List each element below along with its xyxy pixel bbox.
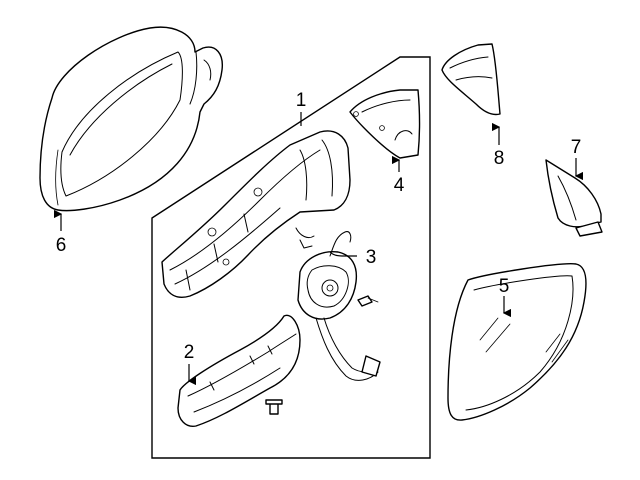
assembly-frame [151, 56, 431, 459]
lower-cover [177, 314, 301, 427]
callout-5: 5 [499, 276, 510, 297]
cover-plate [349, 89, 421, 159]
callout-1: 1 [296, 90, 307, 111]
mirror-glass [447, 263, 587, 421]
callout-7: 7 [571, 137, 582, 158]
mirror-housing [39, 26, 223, 212]
trim-piece [545, 159, 603, 237]
triangle-cover [441, 43, 501, 116]
callout-2: 2 [184, 342, 195, 363]
callout-8: 8 [494, 148, 505, 169]
callout-4: 4 [394, 175, 405, 196]
callout-3: 3 [366, 247, 377, 268]
mirror-bracket [161, 130, 351, 298]
mirror-motor [297, 231, 381, 381]
leader-3 [329, 251, 357, 257]
callout-leaders [53, 112, 584, 386]
callout-6: 6 [56, 235, 67, 256]
